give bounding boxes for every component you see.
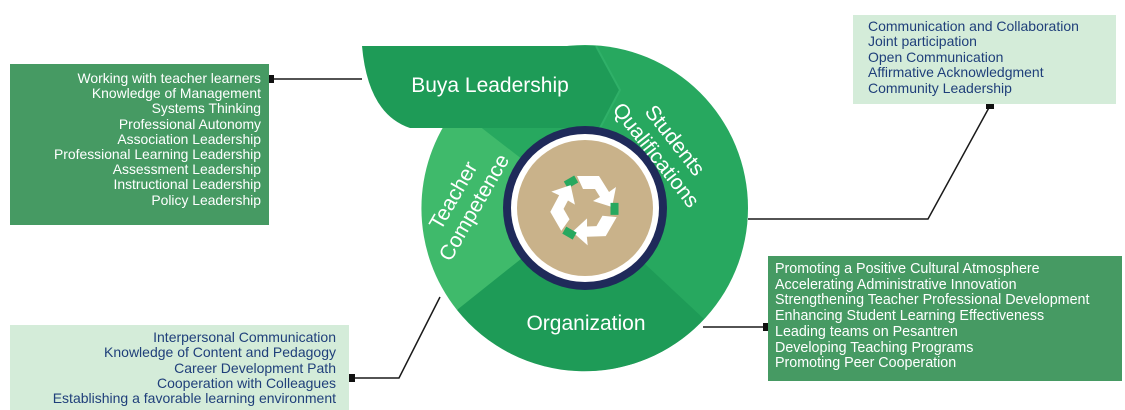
organization-box: Promoting a Positive Cultural Atmosphere…: [768, 256, 1122, 381]
teacher-item: Cooperation with Colleagues: [157, 374, 336, 391]
recycle-icon: [550, 175, 619, 246]
students-item: Affirmative Acknowledgment: [868, 64, 1044, 81]
organization-item: Developing Teaching Programs: [775, 339, 974, 356]
buya-item: Instructional Leadership: [113, 176, 262, 193]
segment-divider: [595, 45, 622, 129]
teacher-item: Establishing a favorable learning enviro…: [52, 390, 336, 407]
buya-item: Knowledge of Management: [91, 85, 261, 102]
connector-students: [748, 103, 992, 220]
tan-core: [517, 140, 653, 276]
organization-item: Leading teams on Pesantren: [775, 323, 958, 340]
organization-item: Promoting Peer Cooperation: [775, 355, 957, 372]
buya-leadership-box: Working with teacher learners Knowledge …: [10, 64, 269, 225]
organization-item: Accelerating Administrative Innovation: [775, 276, 1017, 293]
connector-lines: [270, 78, 992, 379]
label-buya-leadership: Buya Leadership: [411, 74, 569, 97]
organization-item: Promoting a Positive Cultural Atmosphere: [775, 261, 1040, 277]
students-item: Community Leadership: [868, 79, 1012, 96]
organization-item: Enhancing Student Learning Effectiveness: [775, 308, 1045, 325]
buya-item: Policy Leadership: [151, 191, 261, 208]
teacher-item: Knowledge of Content and Pedagogy: [104, 344, 336, 361]
buya-item: Professional Autonomy: [118, 115, 261, 132]
organization-item: Strengthening Teacher Professional Devel…: [775, 292, 1090, 309]
buya-item: Professional Learning Leadership: [54, 146, 261, 163]
buya-item: Working with teacher learners: [77, 70, 262, 86]
teacher-item: Interpersonal Communication: [153, 329, 336, 345]
buya-item: Assessment Leadership: [112, 161, 261, 178]
students-item: Joint participation: [868, 33, 977, 50]
buya-item: Association Leadership: [117, 130, 261, 147]
connector-teacher: [351, 296, 441, 379]
segment-buya-leadership: [362, 46, 620, 128]
students-item: Communication and Collaboration: [868, 18, 1079, 34]
students-qualifications-box: Communication and Collaboration Joint pa…: [853, 15, 1116, 104]
buya-item: Systems Thinking: [151, 100, 261, 117]
students-item: Open Communication: [868, 48, 1004, 65]
label-organization: Organization: [526, 312, 645, 335]
connector-endpoints: [266, 75, 994, 382]
teacher-item: Career Development Path: [174, 359, 336, 376]
teacher-competence-box: Interpersonal Communication Knowledge of…: [10, 325, 349, 410]
